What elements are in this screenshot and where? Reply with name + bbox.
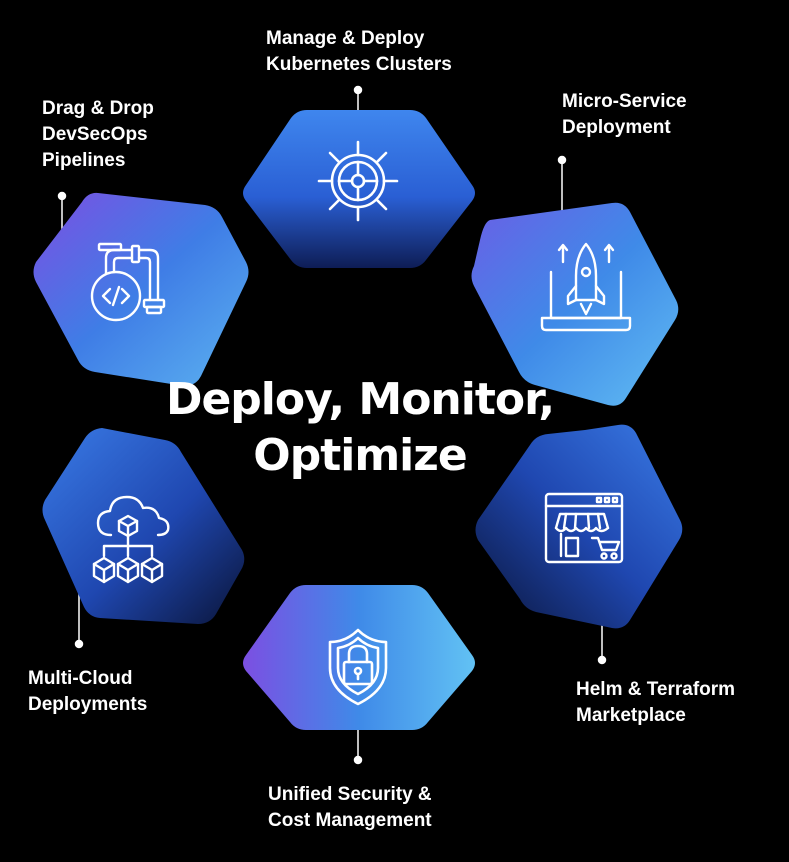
connector-dot-microservice [557,155,567,165]
label-line: Unified Security & [268,784,432,805]
title-line-2: Optimize [253,430,467,481]
shield-lock-icon [328,628,388,706]
label-pipelines: Drag & Drop DevSecOps Pipelines [42,96,154,174]
title-line-1: Deploy, Monitor, [165,374,555,425]
label-line: Manage & Deploy [266,28,425,49]
label-line: Deployment [562,117,671,138]
label-line: Micro-Service [562,91,687,112]
label-line: Deployments [28,694,148,715]
connector-dot-security [353,755,363,765]
label-multicloud: Multi-Cloud Deployments [28,666,147,718]
hex-microservice [471,202,679,406]
hex-marketplace [475,424,683,629]
hex-security [243,585,475,730]
label-security: Unified Security & Cost Management [268,782,432,834]
connector-dot-marketplace [597,655,607,665]
label-line: Marketplace [576,705,686,726]
center-title: Deploy, Monitor, Optimize [120,372,600,484]
label-line: Cost Management [268,810,432,831]
rocket-laptop-icon [540,242,632,332]
connector-dot-kubernetes [353,85,363,95]
pipeline-code-icon [90,242,166,322]
label-marketplace: Helm & Terraform Marketplace [576,677,735,729]
label-line: Kubernetes Clusters [266,54,452,75]
label-line: Helm & Terraform [576,679,736,700]
label-line: DevSecOps [42,124,148,145]
hex-pipelines [33,192,249,386]
label-line: Pipelines [42,150,126,171]
cloud-network-icon [92,495,170,584]
label-microservice: Micro-Service Deployment [562,89,687,141]
connector-dot-multicloud [74,639,84,649]
label-line: Multi-Cloud [28,668,133,689]
connector-dot-pipelines [57,191,67,201]
label-line: Drag & Drop [42,98,154,119]
storefront-browser-icon [544,492,624,564]
ship-wheel-icon [317,140,399,222]
label-kubernetes: Manage & Deploy Kubernetes Clusters [266,26,452,78]
